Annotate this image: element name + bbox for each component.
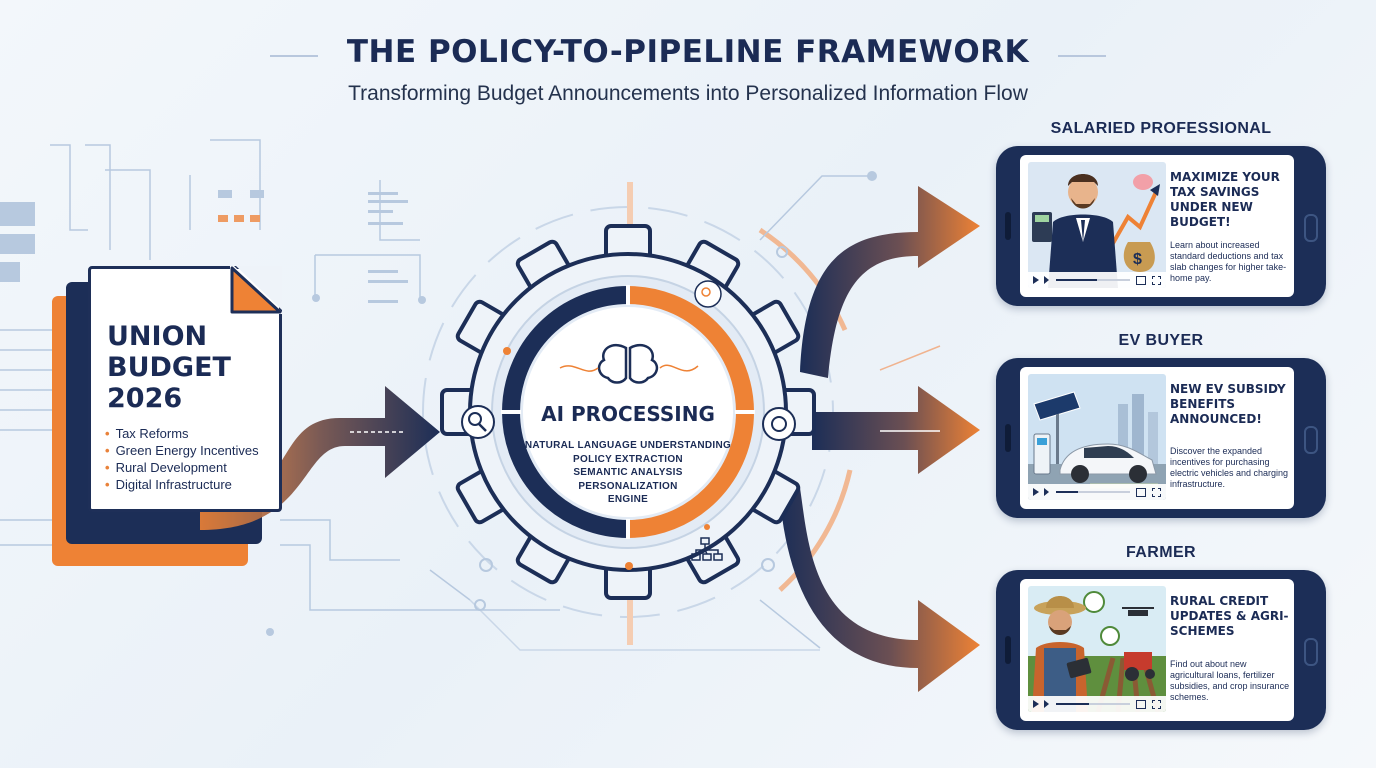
- video-progress[interactable]: [1056, 703, 1130, 705]
- video-thumbnail-salaried[interactable]: $: [1028, 162, 1166, 288]
- farmer-illustration: [1028, 586, 1166, 712]
- card-body: Find out about new agricultural loans, f…: [1170, 659, 1290, 702]
- phone-home-button: [1304, 214, 1318, 242]
- fullscreen-icon[interactable]: [1152, 700, 1161, 709]
- video-progress[interactable]: [1056, 279, 1130, 281]
- card-headline: NEW EV SUBSIDY BENEFITS ANNOUNCED!: [1170, 382, 1286, 426]
- video-progress[interactable]: [1056, 491, 1130, 493]
- card-headline: RURAL CREDIT UPDATES & AGRI-SCHEMES: [1170, 594, 1289, 638]
- ai-processing-gear: [440, 224, 816, 600]
- processor-title: AI PROCESSING: [541, 402, 715, 426]
- next-icon[interactable]: [1044, 276, 1049, 284]
- output-arrow-salaried: [800, 186, 980, 378]
- output-arrow-ev: [812, 386, 980, 474]
- segment-label-ev: EV BUYER: [1118, 332, 1204, 349]
- brain-icon: [559, 343, 699, 384]
- salaried-professional-illustration: $: [1028, 162, 1166, 288]
- play-icon[interactable]: [1033, 700, 1039, 708]
- output-arrow-farmer: [780, 488, 980, 692]
- list-item: Digital Infrastructure: [105, 476, 259, 493]
- page-fold-icon: [230, 266, 282, 314]
- card-body: Discover the expanded incentives for pur…: [1170, 446, 1289, 489]
- page-subtitle: Transforming Budget Announcements into P…: [348, 82, 1028, 105]
- budget-document: UNION BUDGET 2026 Tax Reforms Green Ener…: [88, 266, 282, 512]
- fullscreen-icon[interactable]: [1152, 488, 1161, 497]
- phone-home-button: [1304, 638, 1318, 666]
- document-items: Tax Reforms Green Energy Incentives Rura…: [105, 425, 259, 493]
- gear-brain-icon: [762, 407, 796, 441]
- fullscreen-icon[interactable]: [1152, 276, 1161, 285]
- document-title: UNION BUDGET 2026: [107, 321, 231, 414]
- segment-label-salaried: SALARIED PROFESSIONAL: [1050, 120, 1272, 137]
- video-controls: [1028, 272, 1166, 288]
- play-icon[interactable]: [1033, 276, 1039, 284]
- video-thumbnail-ev[interactable]: [1028, 374, 1166, 500]
- segment-label-farmer: FARMER: [1126, 544, 1196, 561]
- ev-charging-illustration: [1028, 374, 1166, 500]
- video-thumbnail-farmer[interactable]: [1028, 586, 1166, 712]
- play-icon[interactable]: [1033, 488, 1039, 496]
- phone-home-button: [1304, 426, 1318, 454]
- magnifier-icon: [461, 405, 495, 439]
- next-icon[interactable]: [1044, 700, 1049, 708]
- page-title: THE POLICY-TO-PIPELINE FRAMEWORK: [346, 34, 1030, 70]
- list-item: Tax Reforms: [105, 425, 259, 442]
- phone-card-ev[interactable]: NEW EV SUBSIDY BENEFITS ANNOUNCED! Disco…: [996, 358, 1326, 518]
- list-item: Green Energy Incentives: [105, 442, 259, 459]
- next-icon[interactable]: [1044, 488, 1049, 496]
- flowchart-icon: [691, 537, 723, 561]
- captions-icon[interactable]: [1136, 700, 1146, 709]
- phone-card-farmer[interactable]: RURAL CREDIT UPDATES & AGRI-SCHEMES Find…: [996, 570, 1326, 730]
- list-item: Rural Development: [105, 459, 259, 476]
- card-headline: MAXIMIZE YOUR TAX SAVINGS UNDER NEW BUDG…: [1170, 170, 1280, 229]
- captions-icon[interactable]: [1136, 488, 1146, 497]
- phone-card-salaried[interactable]: $ MAXIMIZE YOUR TAX SAVINGS UNDER NEW BU…: [996, 146, 1326, 306]
- svg-text:$: $: [1133, 251, 1142, 268]
- video-controls: [1028, 484, 1166, 500]
- captions-icon[interactable]: [1136, 276, 1146, 285]
- search-analysis-icon: [694, 280, 722, 308]
- processor-capabilities: NATURAL LANGUAGE UNDERSTANDING POLICY EX…: [524, 440, 732, 505]
- video-controls: [1028, 696, 1166, 712]
- card-body: Learn about increased standard deduction…: [1170, 240, 1287, 283]
